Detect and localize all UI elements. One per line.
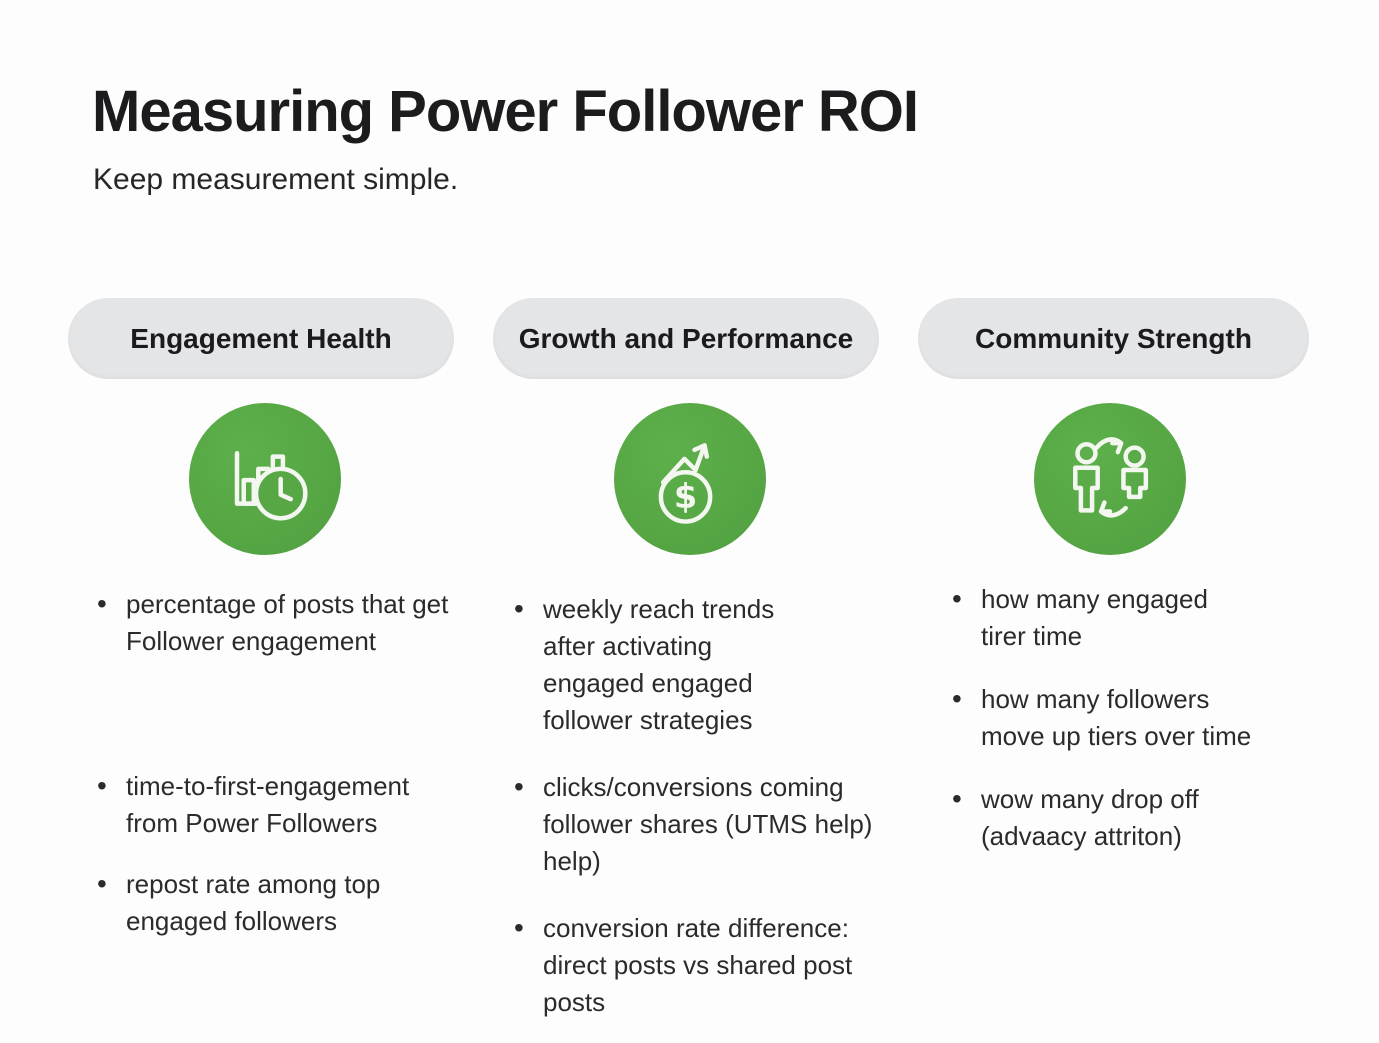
column-header-label: Growth and Performance: [518, 322, 854, 354]
bullet-item: conversion rate difference: direct posts…: [512, 909, 912, 1021]
growth-performance-bullet-list: weekly reach trends after activating eng…: [512, 590, 912, 1043]
svg-text:$: $: [674, 477, 697, 516]
bullet-item: time-to-first-engagement from Power Foll…: [95, 767, 495, 842]
bullet-item: wow many drop off (advaacy attriton): [950, 780, 1320, 855]
growth-performance-icon-circle: $: [614, 403, 766, 555]
bullet-item: how many followers move up tiers over ti…: [950, 680, 1320, 755]
bullet-item: how many engaged tirer time: [950, 580, 1320, 655]
bullet-item: repost rate among top engaged followers: [95, 865, 495, 940]
bullet-item: clicks/conversions coming follower share…: [512, 768, 912, 880]
engagement-health-bullet-list: percentage of posts that get Follower en…: [95, 585, 495, 964]
page-title: Measuring Power Follower ROI: [92, 79, 919, 144]
column-header-engagement-health: Engagement Health: [68, 298, 454, 379]
page-subtitle: Keep measurement simple.: [93, 163, 459, 196]
community-strength-icon-circle: [1034, 403, 1186, 555]
dollar-growth-icon: $: [658, 443, 713, 524]
engagement-health-icon-circle: [189, 403, 341, 555]
bar-chart-clock-icon: [234, 451, 308, 521]
column-header-growth-performance: Growth and Performance: [493, 298, 879, 379]
column-header-label: Engagement Health: [130, 322, 392, 354]
people-exchange-icon: [1073, 437, 1149, 518]
bullet-item: percentage of posts that get Follower en…: [95, 585, 495, 660]
community-strength-bullet-list: how many engaged tirer time how many fol…: [950, 580, 1320, 881]
column-header-label: Community Strength: [975, 322, 1252, 354]
column-header-community-strength: Community Strength: [918, 298, 1309, 379]
bullet-item: weekly reach trends after activating eng…: [512, 590, 912, 739]
